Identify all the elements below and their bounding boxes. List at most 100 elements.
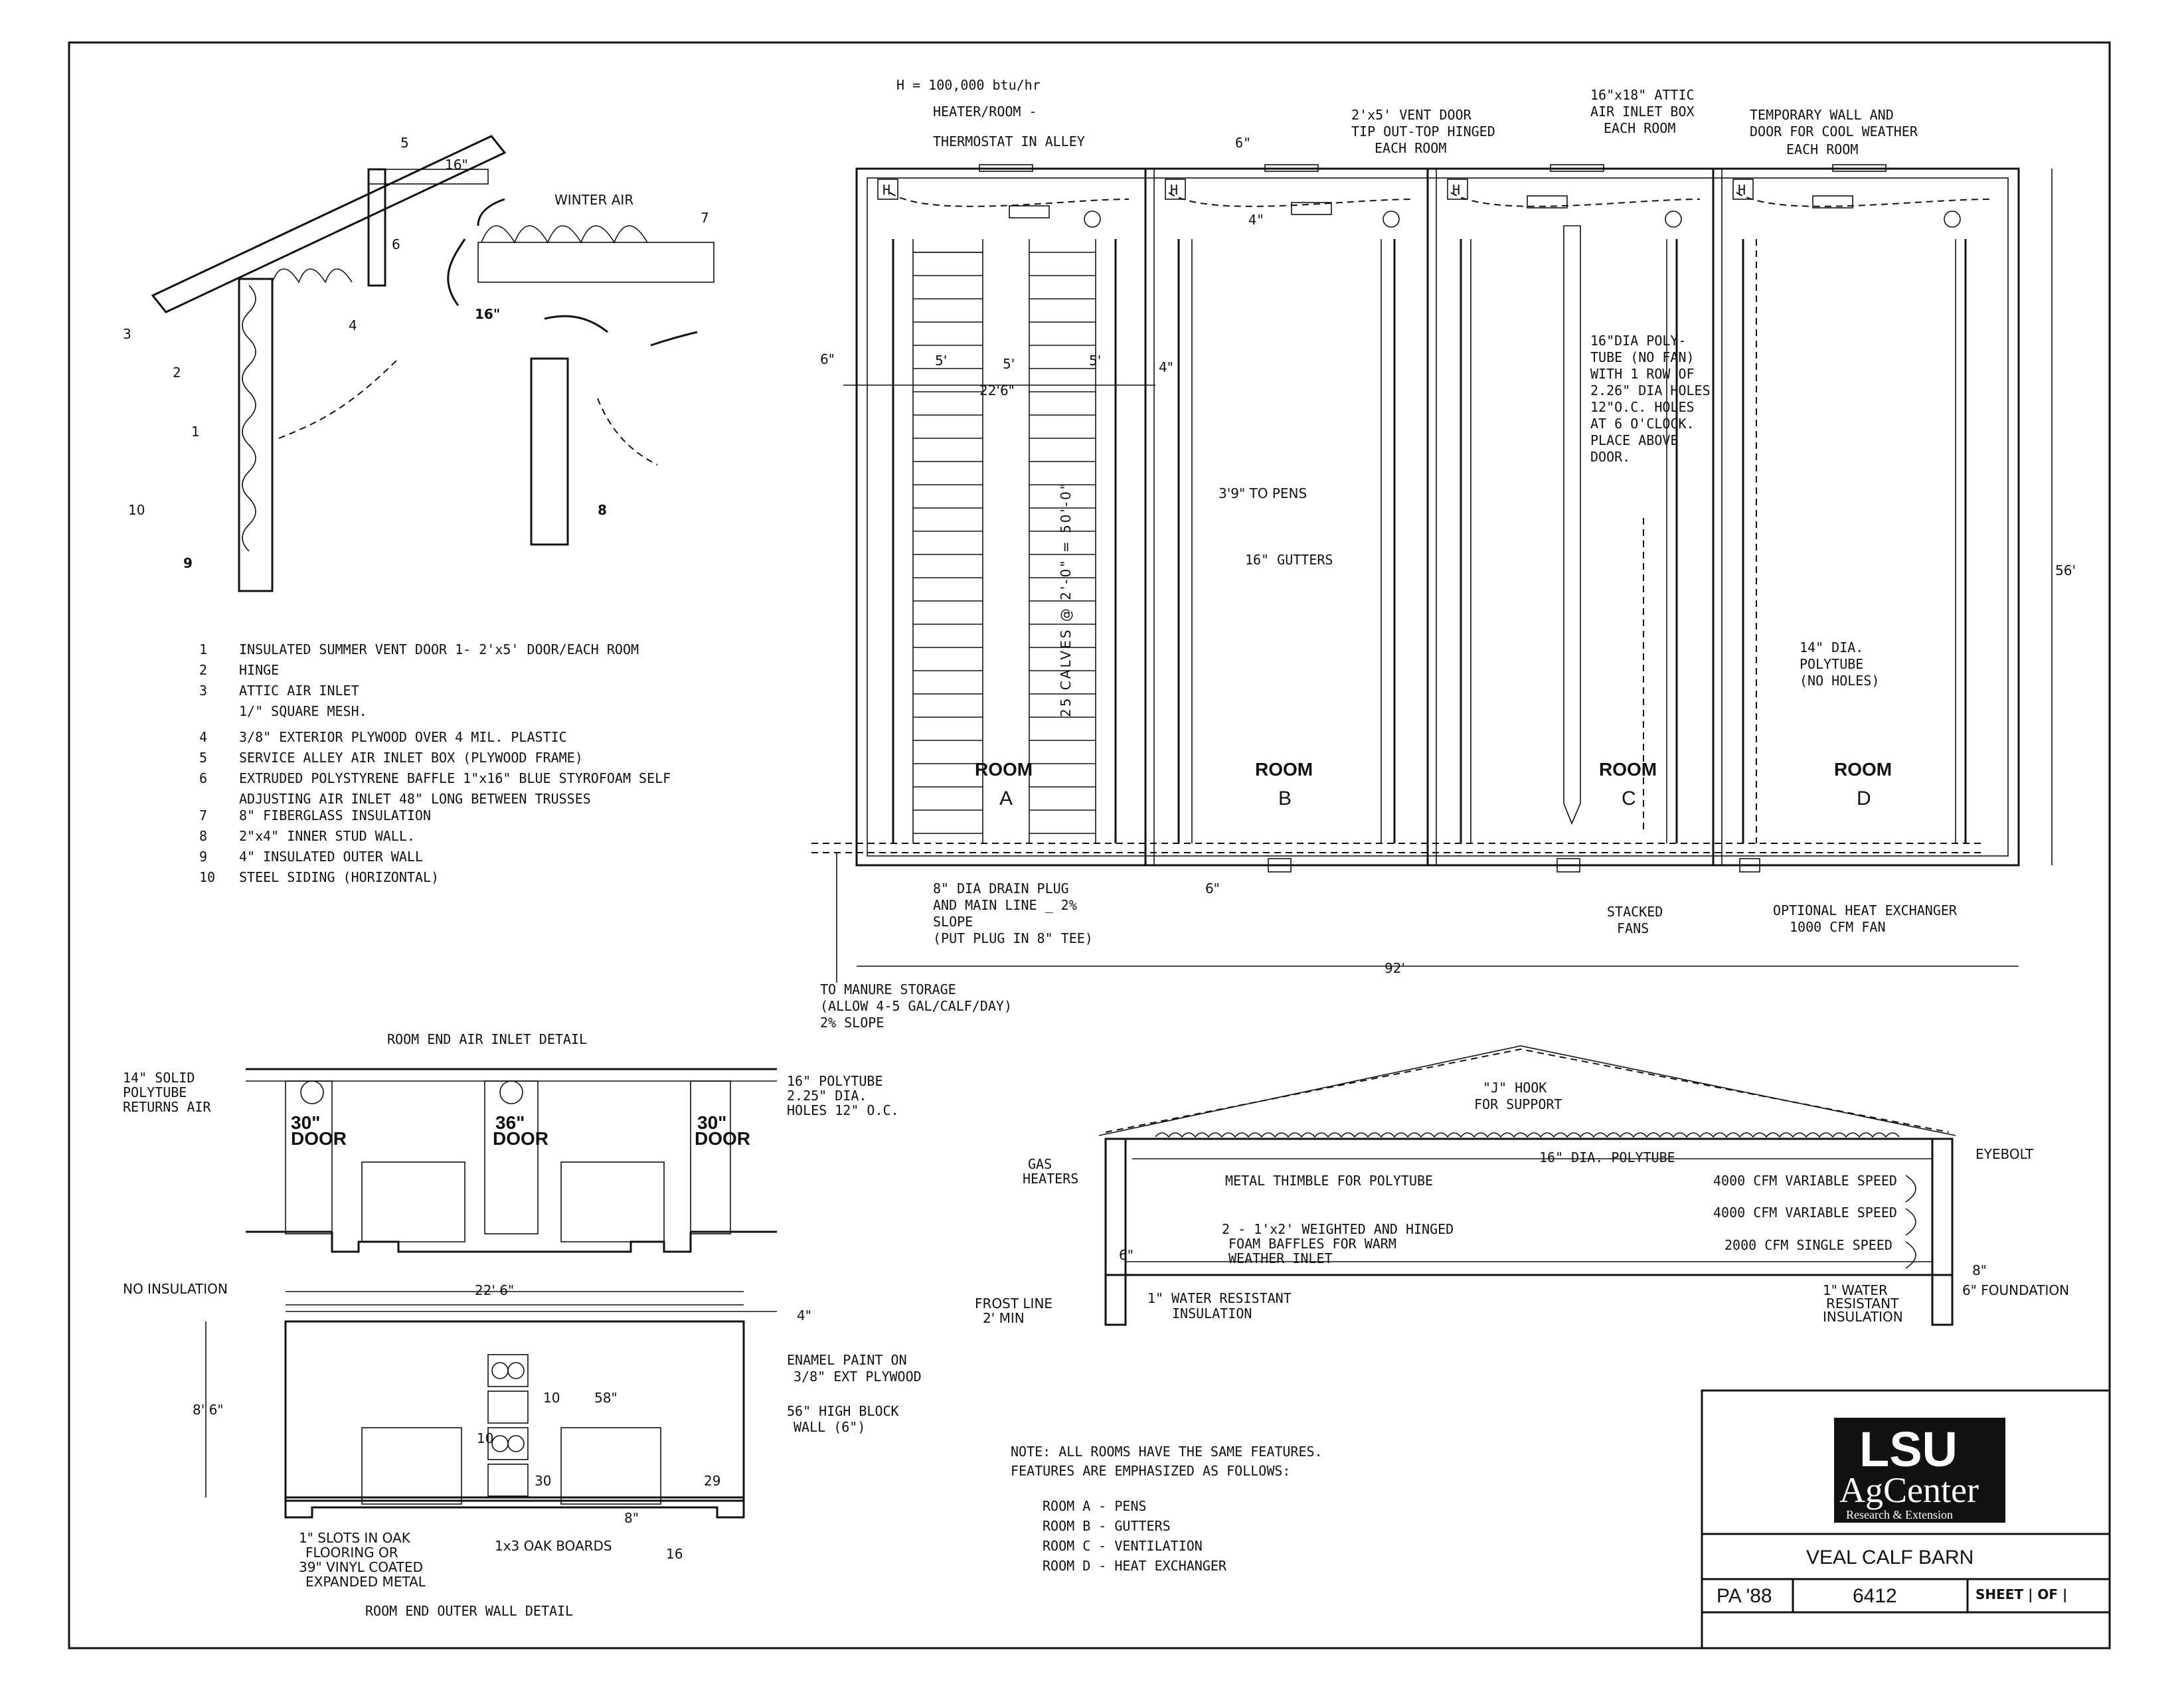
inlet-right-note-1: 16" POLYTUBE <box>787 1073 883 1089</box>
calves-note: 25 CALVES @ 2'-0" = 50'-0" <box>1058 481 1074 717</box>
legend-text: EXTRUDED POLYSTYRENE BAFFLE 1"x16" BLUE … <box>239 770 671 786</box>
slots-note-3: 39" VINYL COATED <box>299 1559 423 1575</box>
callout-1: 1 <box>191 424 200 440</box>
inlet-right-note-2: 2.25" DIA. <box>787 1088 867 1104</box>
insul-right-1: 1" WATER <box>1823 1282 1888 1298</box>
plan-view: H H H H <box>811 164 2053 983</box>
pens-note: 3'9" TO PENS <box>1218 485 1307 501</box>
block-note-1: 56" HIGH BLOCK <box>787 1403 899 1419</box>
legend-text: 2"x4" INNER STUD WALL. <box>239 828 415 844</box>
manure-note-2: (ALLOW 4-5 GAL/CALF/DAY) <box>820 998 1012 1014</box>
vent-door-note-2: TIP OUT-TOP HINGED <box>1351 124 1495 139</box>
block-note-2: WALL (6") <box>794 1419 865 1435</box>
dim-10a: 10 <box>543 1390 560 1406</box>
legend-text: 1/" SQUARE MESH. <box>239 703 367 719</box>
logo-agcenter: AgCenter <box>1839 1470 1979 1510</box>
lsu-logo <box>1834 1418 2005 1523</box>
polytube-room-c <box>1563 225 1581 825</box>
polytube-note-8: DOOR. <box>1590 449 1630 465</box>
polytube-note-5: 12"O.C. HOLES <box>1590 399 1695 415</box>
logo-lsu: LSU <box>1859 1422 1958 1477</box>
exchanger-note-1: OPTIONAL HEAT EXCHANGER <box>1773 902 1958 918</box>
dim-16: 16 <box>666 1546 683 1562</box>
drain-note-4: (PUT PLUG IN 8" TEE) <box>933 930 1093 946</box>
dim-10b: 10 <box>477 1430 493 1446</box>
insul-right-2: RESISTANT <box>1826 1296 1899 1311</box>
note-room-d: ROOM D - HEAT EXCHANGER <box>1043 1558 1227 1574</box>
attic-box-note-3: EACH ROOM <box>1604 120 1675 136</box>
polytube-note-7: PLACE ABOVE <box>1590 432 1678 448</box>
polytube-note-2: TUBE (NO FAN) <box>1590 349 1695 365</box>
door-3-label: DOOR <box>695 1128 750 1149</box>
callout-2: 2 <box>173 365 181 380</box>
no-insulation-label: NO INSULATION <box>123 1281 228 1297</box>
door-1-size: 30" <box>291 1112 320 1133</box>
insul-left-2: INSULATION <box>1172 1306 1252 1321</box>
dim-6-top: 6" <box>1235 135 1251 151</box>
legend-number: 7 <box>199 807 207 823</box>
barn-outer-wall <box>855 167 2020 867</box>
legend-text: ATTIC AIR INLET <box>239 683 359 699</box>
section-tube-note: 16" DIA. POLYTUBE <box>1539 1149 1675 1165</box>
legend-text: INSULATED SUMMER VENT DOOR 1- 2'x5' DOOR… <box>239 641 639 657</box>
foundation-label: 6" FOUNDATION <box>1962 1282 2069 1298</box>
callout-9: 9 <box>183 555 193 571</box>
note-room-c: ROOM C - VENTILATION <box>1043 1538 1203 1554</box>
baffle-note-3: WEATHER INLET <box>1228 1250 1333 1266</box>
baffle-note-2: FOAM BAFFLES FOR WARM <box>1228 1236 1396 1252</box>
dim-92: 92' <box>1385 960 1405 976</box>
callout-6: 6 <box>392 236 400 252</box>
drain-note-2: AND MAIN LINE _ 2% <box>933 897 1077 913</box>
inlet-left-note-2: POLYTUBE <box>123 1084 187 1100</box>
heater-note-2: HEATER/ROOM - <box>933 104 1037 120</box>
winter-air-label: WINTER AIR <box>554 192 633 208</box>
legend-number: 8 <box>199 828 207 844</box>
wall-width-dim: 22' 6" <box>475 1282 514 1298</box>
callout-4: 4 <box>349 317 357 333</box>
baffle-note-1: 2 - 1'x2' WEIGHTED AND HINGED <box>1222 1221 1454 1237</box>
door-2-size: 36" <box>495 1112 525 1133</box>
drawing-code: PA '88 <box>1717 1585 1772 1607</box>
legend-text: 8" FIBERGLASS INSULATION <box>239 807 431 823</box>
section-dim-6: 6" <box>1119 1247 1134 1263</box>
fans-note-1: STACKED <box>1607 904 1663 920</box>
dia14-note-3: (NO HOLES) <box>1800 673 1879 689</box>
polytube-note-3: WITH 1 ROW OF <box>1590 366 1695 382</box>
callout-16-top: 16" <box>445 157 468 173</box>
room-a-pens <box>892 239 1117 843</box>
slots-note-4: EXPANDED METAL <box>305 1574 426 1590</box>
slots-note-1: 1" SLOTS IN OAK <box>299 1530 411 1546</box>
drain-note-3: SLOPE <box>933 914 973 930</box>
legend-text: SERVICE ALLEY AIR INLET BOX (PLYWOOD FRA… <box>239 750 583 766</box>
callout-5: 5 <box>400 135 409 151</box>
gutters-note: 16" GUTTERS <box>1245 552 1333 568</box>
polytube-note-4: 2.26" DIA HOLES <box>1590 382 1711 398</box>
note-line-2: FEATURES ARE EMPHASIZED AS FOLLOWS: <box>1011 1463 1290 1479</box>
dim-4-top: 4" <box>1248 212 1264 228</box>
callout-3: 3 <box>123 326 131 342</box>
legend-text: 4" INSULATED OUTER WALL <box>239 849 423 865</box>
room-d-label: ROOM <box>1834 759 1892 780</box>
attic-box-note-2: AIR INLET BOX <box>1590 104 1695 120</box>
legend-text: 3/8" EXTERIOR PLYWOOD OVER 4 MIL. PLASTI… <box>239 729 567 745</box>
temp-wall-note-2: DOOR FOR COOL WEATHER <box>1750 124 1918 139</box>
dim-58: 58" <box>594 1390 618 1406</box>
attic-inlet-detail <box>151 135 714 592</box>
svg-text:H: H <box>1452 182 1460 198</box>
temp-wall-note-1: TEMPORARY WALL AND <box>1750 107 1894 123</box>
polytube-note-1: 16"DIA POLY- <box>1590 333 1687 349</box>
callout-16-inlet: 16" <box>475 306 500 322</box>
dim-6-bottom: 6" <box>1205 881 1220 896</box>
room-a-letter: A <box>999 788 1013 809</box>
title-block <box>1701 1389 2111 1649</box>
legend-number: 5 <box>199 750 207 766</box>
hook-note-2: FOR SUPPORT <box>1474 1096 1562 1112</box>
dim-29: 29 <box>704 1473 720 1489</box>
dia14-note-1: 14" DIA. <box>1800 639 1863 655</box>
svg-text:H: H <box>1170 182 1178 198</box>
legend-number: 2 <box>199 662 207 678</box>
legend-number: 10 <box>199 869 215 885</box>
note-line-1: NOTE: ALL ROOMS HAVE THE SAME FEATURES. <box>1011 1444 1323 1460</box>
dim-5c: 5' <box>1089 353 1101 369</box>
